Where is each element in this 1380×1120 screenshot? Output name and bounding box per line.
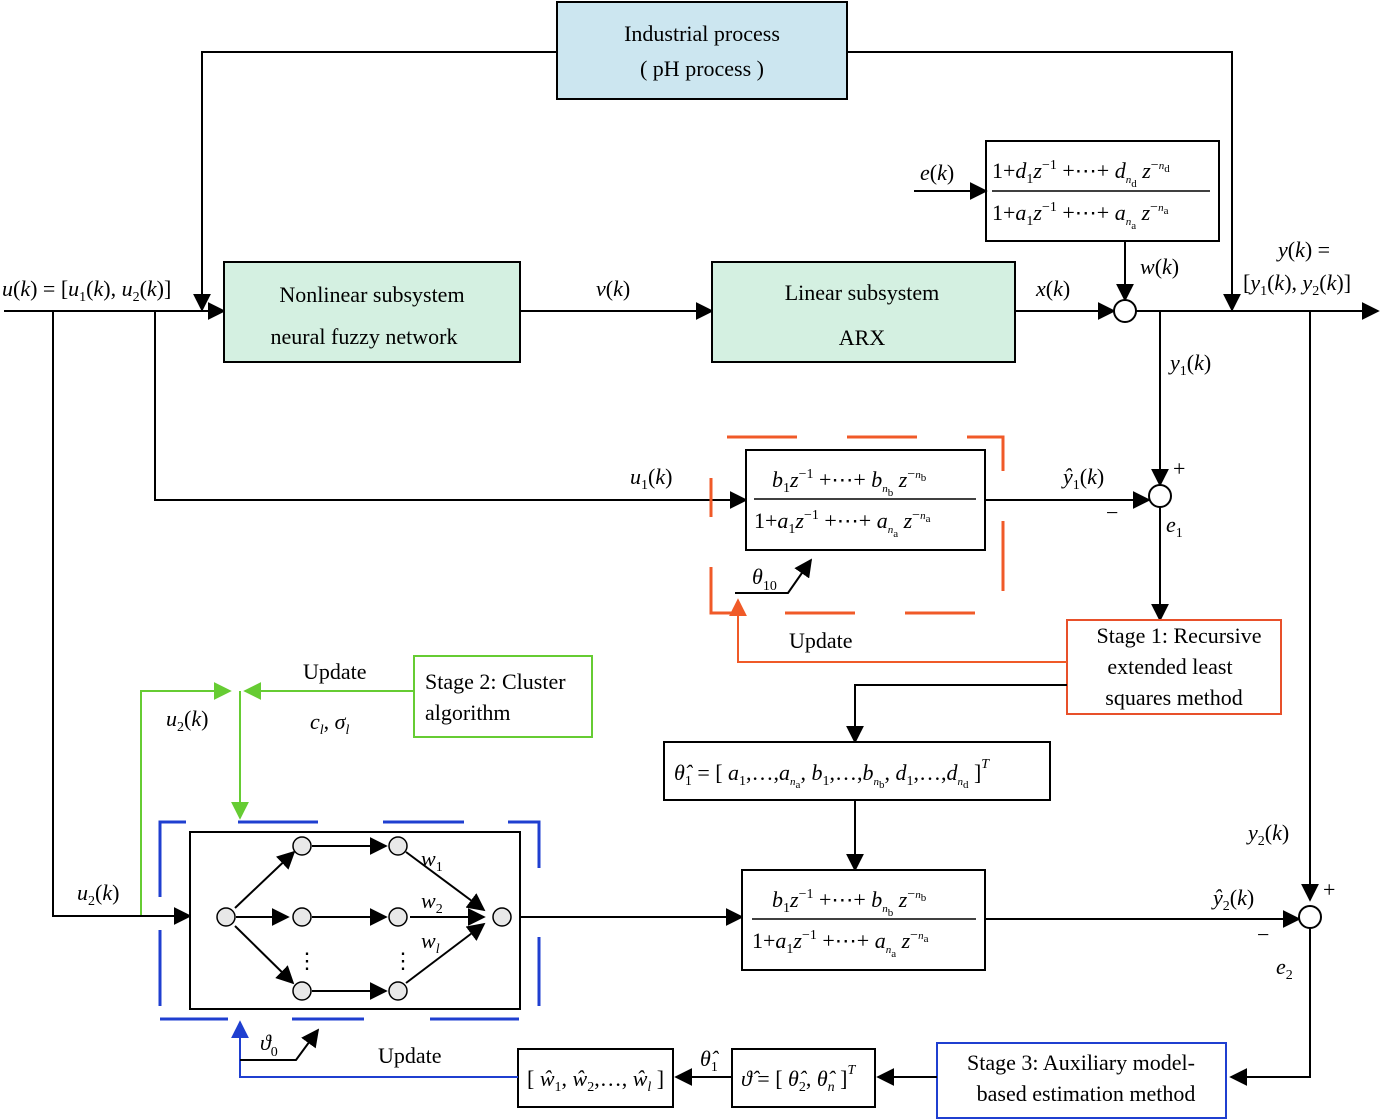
- nn-output-node: [492, 907, 512, 927]
- nn-dots-1: ⋮: [296, 948, 318, 973]
- neural-network-block: ⋮ ⋮ w1 w2 wl: [189, 831, 521, 1010]
- stage3-line2: based estimation method: [977, 1081, 1196, 1106]
- nn-node: [292, 836, 312, 856]
- nn-node: [388, 981, 408, 1001]
- update-label-2: Update: [303, 659, 367, 684]
- u2-line: [52, 311, 192, 925]
- process-to-nonlinear-line: [193, 51, 557, 312]
- noise-transfer-block: 1+d1z−1 +⋯+ dnd z−nd 1+a1z−1 +⋯+ ana z−n…: [985, 140, 1220, 242]
- process-to-output-line: [847, 51, 1241, 312]
- nonlinear-subtitle: neural fuzzy network: [271, 324, 458, 349]
- w-hat-vector-block: [ ŵ1, ŵ2,…, ŵl ]: [517, 1048, 674, 1108]
- stage1-update-line: [729, 598, 1067, 663]
- u2-top-label: u2(k): [166, 706, 208, 735]
- y2hat-label: ŷ2(k): [1211, 885, 1254, 914]
- sum-junction-main: [1113, 299, 1137, 323]
- e2-line: [1229, 928, 1311, 1086]
- nn-input-node: [216, 907, 236, 927]
- input-label: u(k) = [u1(k), u2(k)]: [2, 276, 171, 305]
- v-label: v(k): [596, 276, 630, 301]
- stage1-line1: Stage 1: Recursive: [1097, 623, 1262, 648]
- linear-subsystem-block: Linear subsystem ARX: [711, 261, 1016, 363]
- blue-dashed-frame: [158, 820, 541, 1021]
- stage2-block: Stage 2: Cluster algorithm: [413, 655, 593, 738]
- sum-junction-1: [1148, 484, 1172, 508]
- model2-transfer-block: b1z−1 +⋯+ bnb z−nb 1+a1z−1 +⋯+ ana z−na: [741, 869, 986, 971]
- stage3-block: Stage 3: Auxiliary model- based estimati…: [936, 1042, 1227, 1119]
- nn-node: [388, 836, 408, 856]
- u2-bottom-label: u2(k): [77, 880, 119, 909]
- output-label-line1: y(k) =: [1276, 237, 1330, 262]
- nn-node: [388, 907, 408, 927]
- minus-sign-2: −: [1257, 922, 1269, 947]
- stage1-to-theta-line: [846, 684, 1067, 744]
- y1hat-label: ŷ1(k): [1061, 464, 1104, 493]
- w-hat-vector: [ ŵ1, ŵ2,…, ŵl ]: [527, 1066, 664, 1095]
- wl-label: wl: [421, 928, 440, 957]
- theta1-vector-block: θ̂1 = [ a1,…,ana, b1,…,bnb, d1,…,dnd ]T: [663, 741, 1051, 801]
- plus-sign-2: +: [1323, 877, 1335, 902]
- theta1-vector: θ̂1 = [ a1,…,ana, b1,…,bnb, d1,…,dnd ]T: [674, 757, 990, 791]
- vartheta-vector-block: ϑ̂ = [ θ̂2, θ̂n ]T: [731, 1048, 876, 1108]
- e-label: e(k): [920, 160, 954, 185]
- y1-label: y1(k): [1168, 350, 1211, 379]
- orange-dashed-frame: [709, 435, 1005, 615]
- linear-subtitle: ARX: [839, 325, 886, 350]
- u1-label: u1(k): [630, 464, 672, 493]
- stage2-line1: Stage 2: Cluster: [425, 669, 566, 694]
- theta10-arrow: [735, 558, 813, 594]
- output-label-line2: [y1(k), y2(k)]: [1243, 270, 1351, 299]
- stage3-line1: Stage 3: Auxiliary model-: [967, 1050, 1195, 1075]
- theta0-arrow: [240, 1028, 320, 1061]
- industrial-process-title: Industrial process: [624, 21, 780, 46]
- w-label: w(k): [1140, 254, 1179, 279]
- stage3-update-line: [231, 1020, 518, 1078]
- stage1-block: Stage 1: Recursive extended least square…: [1066, 619, 1282, 715]
- nn-node: [292, 907, 312, 927]
- update-label-3: Update: [378, 1043, 442, 1068]
- theta10-label: θ10: [752, 564, 777, 594]
- nonlinear-title: Nonlinear subsystem: [279, 282, 464, 307]
- model1-numerator: b1z−1 +⋯+ bnb z−nb: [772, 467, 927, 499]
- theta0-label: ϑ0: [260, 1030, 278, 1060]
- x-label: x(k): [1035, 276, 1070, 301]
- c-sigma-label: cl, σl: [310, 709, 350, 738]
- minus-sign-1: −: [1106, 500, 1118, 525]
- nn-node: [292, 981, 312, 1001]
- u1-line: [154, 311, 748, 509]
- linear-title: Linear subsystem: [785, 280, 940, 305]
- y2-label: y2(k): [1246, 820, 1289, 849]
- industrial-process-subtitle: ( pH process ): [640, 56, 764, 81]
- sum-junction-2: [1298, 905, 1322, 929]
- model2-numerator: b1z−1 +⋯+ bnb z−nb: [772, 887, 927, 919]
- update-label-1: Update: [789, 628, 853, 653]
- stage1-line2: extended least: [1107, 654, 1232, 679]
- industrial-process-block: Industrial process ( pH process ): [556, 1, 848, 100]
- stage1-line3: squares method: [1105, 685, 1242, 710]
- plus-sign-1: +: [1173, 456, 1185, 481]
- stage2-line2: algorithm: [425, 700, 511, 725]
- e1-label: e1: [1166, 512, 1183, 541]
- nn-dots-2: ⋮: [392, 948, 414, 973]
- model1-transfer-block: b1z−1 +⋯+ bnb z−nb 1+a1z−1 +⋯+ ana z−na: [745, 449, 986, 551]
- theta1hat-label: θ̂1: [700, 1046, 720, 1075]
- noise-numerator: 1+d1z−1 +⋯+ dnd z−nd: [992, 158, 1170, 190]
- e2-label: e2: [1276, 954, 1293, 983]
- vartheta-vector: ϑ̂ = [ θ̂2, θ̂n ]T: [741, 1063, 856, 1095]
- u2-green-line: [140, 682, 232, 916]
- nonlinear-subsystem-block: Nonlinear subsystem neural fuzzy network: [223, 261, 521, 363]
